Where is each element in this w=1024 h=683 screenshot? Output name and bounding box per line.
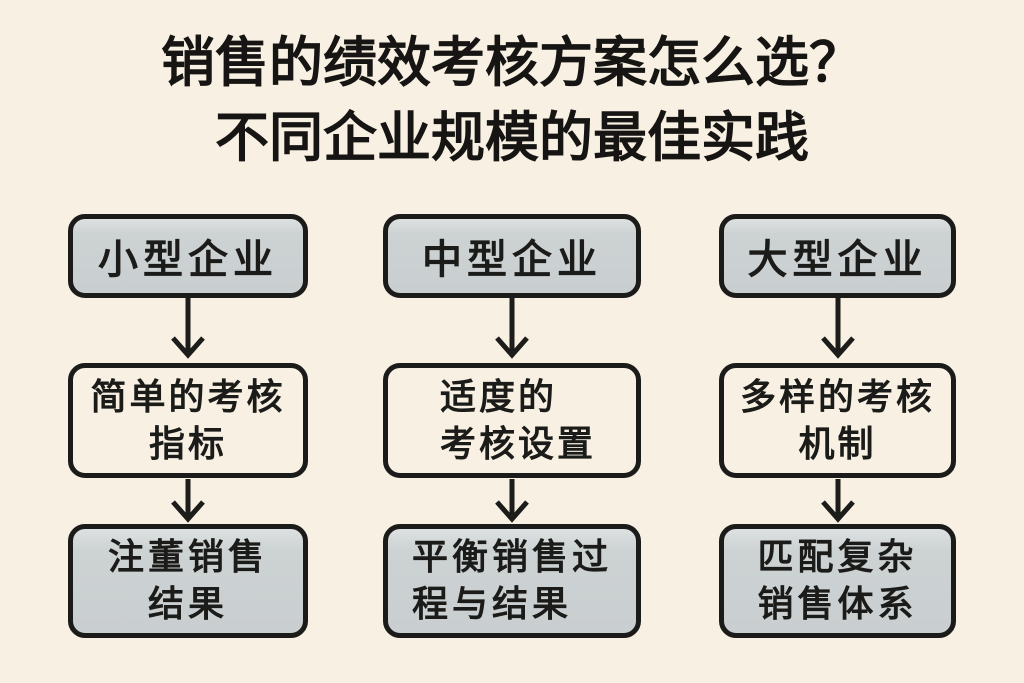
node-box-focus-sales-results: 注董销售 结果 <box>68 524 308 638</box>
down-arrow-icon <box>816 479 860 523</box>
title-line-2: 不同企业规模的最佳实践 <box>215 107 809 168</box>
header-box-medium-enterprise: 中型企业 <box>383 214 641 298</box>
header-label: 小型企业 <box>98 238 278 282</box>
node-box-simple-indicators: 简单的考核 指标 <box>68 363 308 478</box>
header-label: 大型企业 <box>747 238 928 282</box>
node-box-moderate-setup: 适度的 考核设置 <box>383 363 641 478</box>
node-line-1: 注董销售 <box>107 536 268 578</box>
page-title: 销售的绩效考核方案怎么选？ 不同企业规模的最佳实践 <box>0 26 1024 175</box>
node-line-1: 平衡销售过 <box>412 536 613 578</box>
header-box-large-enterprise: 大型企业 <box>719 214 956 298</box>
node-line-1: 适度的 <box>440 375 558 417</box>
node-line-2: 指标 <box>148 422 227 464</box>
node-box-balance-process-results: 平衡销售过 程与结果 <box>383 524 641 638</box>
header-box-small-enterprise: 小型企业 <box>68 214 308 298</box>
node-line-2: 销售体系 <box>757 583 918 624</box>
node-line-1: 匹配复杂 <box>757 536 918 578</box>
node-line-2: 考核设置 <box>440 422 597 464</box>
node-line-1: 多样的考核 <box>739 375 935 417</box>
down-arrow-icon <box>166 298 210 360</box>
node-line-2: 程与结果 <box>412 583 573 624</box>
node-line-2: 结果 <box>147 583 228 624</box>
down-arrow-icon <box>166 479 210 523</box>
node-line-1: 简单的考核 <box>90 375 286 417</box>
node-box-diverse-mechanisms: 多样的考核 机制 <box>719 363 956 478</box>
header-label: 中型企业 <box>422 238 602 282</box>
node-box-match-complex-systems: 匹配复杂 销售体系 <box>719 524 956 638</box>
node-line-2: 机制 <box>798 422 877 464</box>
down-arrow-icon <box>490 479 534 523</box>
down-arrow-icon <box>490 298 534 360</box>
title-line-1: 销售的绩效考核方案怎么选？ <box>161 33 863 93</box>
down-arrow-icon <box>816 298 860 360</box>
